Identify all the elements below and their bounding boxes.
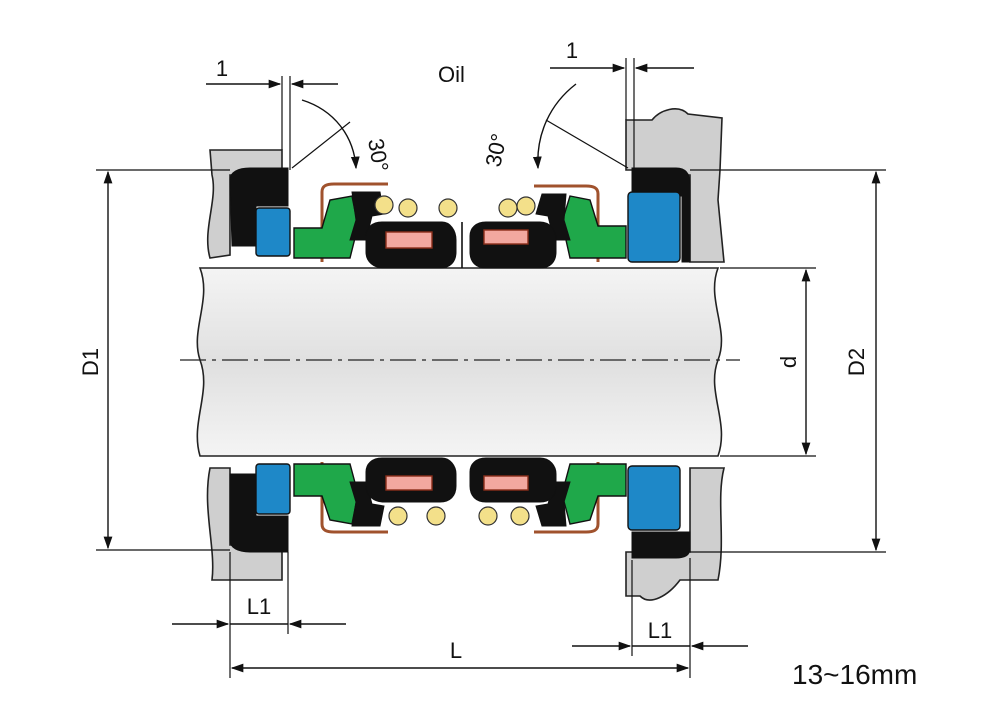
gap-dimension-left: 1 — [206, 56, 338, 170]
chamfer-angle-right: 30° — [480, 83, 629, 170]
right-rotating-head-top — [461, 184, 627, 269]
shaft — [180, 267, 740, 457]
left-seat-blue-bottom — [255, 463, 291, 515]
label-D2: D2 — [844, 348, 869, 376]
gap-dimension-right: 1 — [550, 38, 694, 170]
right-seat-bottom — [627, 465, 691, 559]
left-face-top — [385, 231, 433, 249]
left-rotating-head-top — [293, 182, 458, 269]
label-L: L — [450, 638, 462, 663]
dimension-L1-left: L1 — [172, 552, 346, 634]
dimension-d: d — [720, 267, 816, 457]
right-housing-bottom — [625, 467, 726, 601]
dimension-L: L — [229, 552, 691, 678]
right-seat-blue-top — [627, 191, 681, 263]
right-seat-top — [627, 167, 691, 263]
dimension-D1: D1 — [78, 169, 230, 551]
chamfer-angle-left: 30° — [291, 99, 393, 174]
left-rotating-head-bottom — [293, 457, 457, 534]
label-d: d — [776, 356, 801, 368]
label-angle-right: 30° — [480, 131, 511, 169]
size-range-label: 13~16mm — [792, 659, 917, 690]
left-face-bottom — [385, 475, 433, 491]
label-gap-right: 1 — [566, 38, 578, 63]
label-D1: D1 — [78, 348, 103, 376]
oil-label: Oil — [438, 62, 465, 87]
right-face-top — [483, 229, 529, 245]
label-gap-left: 1 — [216, 56, 228, 81]
left-seat-blue-top — [255, 207, 291, 257]
dimension-D2: D2 — [690, 169, 886, 553]
right-rotating-head-bottom — [469, 457, 627, 534]
left-seat-top — [229, 167, 291, 257]
right-seat-blue-bottom — [627, 465, 681, 531]
label-angle-left: 30° — [363, 137, 393, 174]
dimension-L1-right: L1 — [572, 560, 748, 656]
label-L1-right: L1 — [648, 618, 672, 643]
label-L1-left: L1 — [247, 594, 271, 619]
left-seat-bottom — [229, 463, 291, 553]
right-face-bottom — [483, 475, 529, 491]
